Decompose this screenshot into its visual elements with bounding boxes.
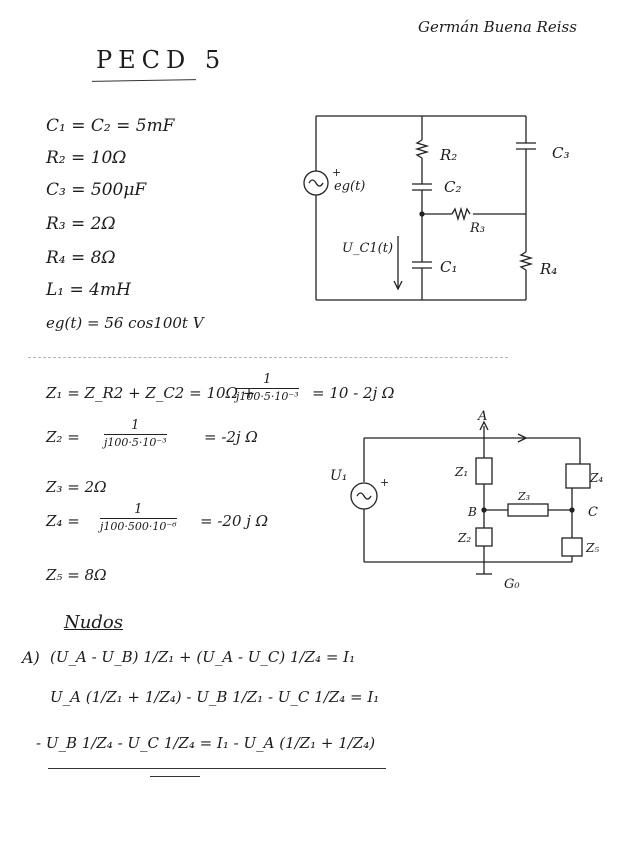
z5-value: Z₅ = 8Ω bbox=[46, 566, 107, 584]
z1-numerator: 1 bbox=[263, 372, 272, 387]
z1-result: = 10 - 2j Ω bbox=[312, 384, 395, 402]
given-l1: L₁ = 4mH bbox=[46, 280, 131, 300]
nodos-heading: Nudos bbox=[64, 612, 123, 633]
node-c-label: C bbox=[588, 505, 598, 520]
node-b-label: B bbox=[467, 505, 477, 519]
z4-denominator: j100·500·10⁻⁶ bbox=[100, 520, 177, 533]
nodos-equation-2: U_A (1/Z₁ + 1/Z₄) - U_B 1/Z₁ - U_C 1/Z₄ … bbox=[50, 688, 380, 706]
author-name: Germán Buena Reiss bbox=[418, 18, 577, 36]
page-title: PECD 5 bbox=[96, 46, 227, 74]
z4-prefix: Z₄ = bbox=[46, 512, 80, 530]
given-c1-c2: C₁ = C₂ = 5mF bbox=[46, 116, 175, 136]
given-c3: C₃ = 500μF bbox=[46, 180, 147, 200]
z4-circuit-label: Z₄ bbox=[589, 471, 603, 485]
z2-prefix: Z₂ = bbox=[46, 428, 80, 446]
z1-denominator: j100·5·10⁻³ bbox=[236, 390, 299, 403]
z1-prefix: Z₁ = Z_R2 + Z_C2 = 10Ω + bbox=[46, 384, 256, 402]
z1-fraction-bar bbox=[236, 388, 299, 389]
z2-denominator: j100·5·10⁻³ bbox=[104, 436, 167, 449]
given-r3: R₃ = 2Ω bbox=[46, 214, 116, 234]
z4-numerator: 1 bbox=[134, 502, 143, 517]
node-a-label: A bbox=[477, 409, 487, 424]
c1-label: C₁ bbox=[440, 258, 458, 276]
z3-circuit-label: Z₃ bbox=[517, 490, 530, 503]
equation-underline-short bbox=[150, 776, 200, 777]
r4-label: R₄ bbox=[539, 260, 557, 278]
z4-result: = -20 j Ω bbox=[200, 512, 269, 530]
section-divider bbox=[28, 357, 508, 358]
given-r4: R₄ = 8Ω bbox=[46, 248, 116, 268]
nodos-equation-3: - U_B 1/Z₄ - U_C 1/Z₄ = I₁ - U_A (1/Z₁ +… bbox=[36, 734, 376, 752]
u1-label: U₁ bbox=[330, 468, 347, 484]
z3-value: Z₃ = 2Ω bbox=[46, 478, 107, 496]
given-source: eg(t) = 56 cos100t V bbox=[46, 314, 204, 332]
c3-label: C₃ bbox=[552, 144, 570, 162]
source-plus-sign: + bbox=[332, 166, 341, 179]
nodos-equation-1: (U_A - U_B) 1/Z₁ + (U_A - U_C) 1/Z₄ = I₁ bbox=[50, 648, 356, 666]
voltage-uc1-label: U_C1(t) bbox=[342, 241, 393, 256]
z2-numerator: 1 bbox=[131, 418, 140, 433]
r2-label: R₂ bbox=[439, 146, 457, 164]
nodos-item-label: A) bbox=[22, 648, 40, 667]
ground-label: G₀ bbox=[504, 577, 520, 592]
given-r2: R₂ = 10Ω bbox=[46, 148, 127, 168]
z2-result: = -2j Ω bbox=[204, 428, 258, 446]
z5-circuit-label: Z₅ bbox=[585, 541, 599, 555]
z4-fraction-bar bbox=[100, 518, 177, 519]
z2-circuit-label: Z₂ bbox=[457, 531, 471, 545]
u1-plus-sign: + bbox=[380, 476, 389, 489]
equation-underline bbox=[48, 768, 386, 769]
z2-fraction: 1 j100·5·10⁻³ bbox=[104, 418, 167, 449]
z2-fraction-bar bbox=[104, 434, 167, 435]
c2-label: C₂ bbox=[444, 178, 462, 196]
z1-fraction: 1 j100·5·10⁻³ bbox=[236, 372, 299, 403]
r3-label: R₃ bbox=[469, 221, 485, 236]
z1-circuit-label: Z₁ bbox=[454, 465, 468, 479]
source-label: eg(t) bbox=[334, 179, 365, 194]
z4-fraction: 1 j100·500·10⁻⁶ bbox=[100, 502, 177, 533]
